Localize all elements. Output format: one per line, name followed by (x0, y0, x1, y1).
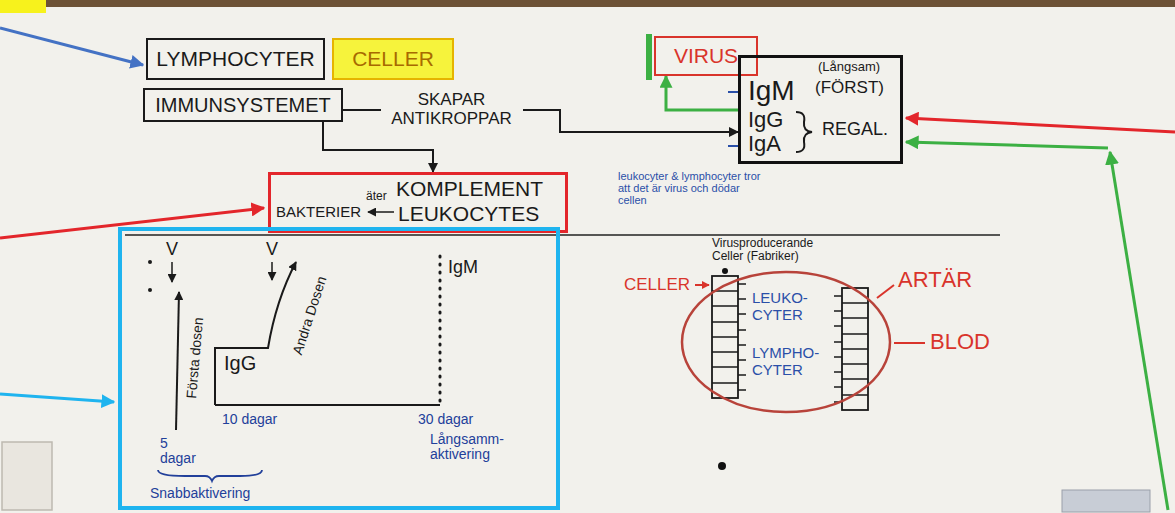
box-label: LEUKOCYTES (398, 202, 539, 225)
receptor-tick (738, 284, 746, 390)
cell-label: LEUKO- CYTER (752, 290, 808, 323)
axis-label: 5 dagar (160, 436, 196, 467)
callout-arrow (0, 394, 114, 402)
part-label: CELLER (624, 276, 690, 295)
cell-column (842, 288, 868, 410)
antibody-name: IgG (748, 108, 783, 132)
cell-label: LYMPHO- CYTER (752, 345, 819, 378)
cell-column (712, 276, 738, 398)
axis-label: Snabbaktivering (150, 486, 250, 501)
part-label: ARTÄR (898, 268, 972, 292)
antibody-box: IgM (Långsam) (FÖRST) IgGIgA REGAL. (738, 55, 903, 164)
note-text: (FÖRST) (815, 79, 884, 98)
green-bar (646, 34, 652, 80)
box-label: BAKTERIER (276, 204, 361, 221)
cell-type-box: LYMPHOCYTER (146, 38, 325, 80)
antibody-name: IgM (748, 76, 795, 107)
graph-frame: V V Första dosen IgG Andra Dosen IgM 10 dagar 3… (118, 227, 560, 510)
blood-vessel-ellipse: LEUKO- CYTER LYMPHO- CYTER (680, 270, 892, 414)
antibody-name: IgA (748, 132, 781, 156)
dotted-line (439, 256, 442, 405)
dose-mark: V (266, 240, 278, 260)
dose-arrow (271, 262, 273, 280)
response-curve (176, 292, 179, 430)
receptor-tick (834, 296, 842, 402)
box-label: KOMPLEMENT (396, 177, 543, 200)
leader-arrow (695, 284, 709, 286)
board-frame (0, 0, 1175, 7)
dose-mark: V (166, 240, 178, 260)
box-label: VIRUS (674, 44, 738, 67)
leader-line (877, 285, 894, 298)
box-label: IMMUNSYSTEMET (155, 94, 331, 116)
cell-divider (842, 303, 868, 395)
leader-line (894, 342, 925, 344)
callout-arrow (1110, 152, 1168, 510)
note-text: leukocyter & lymphocyter tror att det är… (618, 170, 770, 206)
callout-arrow (906, 118, 1175, 132)
connector-arrow (666, 76, 738, 110)
axis-label: Långsamm- aktivering (430, 432, 504, 463)
note-text: Virusproducerande Celler (Fabriker) (712, 237, 837, 263)
marker-dot (718, 462, 726, 470)
box-label: LYMPHOCYTER (156, 47, 314, 70)
brace (796, 112, 812, 152)
divider-line (125, 234, 1000, 236)
note-text: (Långsam) (818, 60, 880, 74)
cell-divider (712, 291, 738, 383)
axis-label: 30 dagar (418, 412, 473, 427)
callout-arrow (906, 142, 1108, 148)
vessel-ellipse (682, 272, 890, 412)
system-box: IMMUNSYSTEMET (143, 88, 343, 122)
marker-dot (722, 268, 728, 274)
eraser (1062, 490, 1150, 512)
edge-label: SKAPAR ANTIKROPPAR (381, 90, 523, 129)
part-label: BLOD (930, 330, 990, 354)
curve-label: IgM (448, 258, 478, 278)
time-axis (215, 404, 440, 406)
brace (158, 470, 262, 481)
arrow-label: äter (366, 190, 387, 203)
curve-label: Andra Dosen (290, 274, 330, 356)
marker-dot (148, 288, 152, 292)
curve-label: Första dosen (184, 317, 206, 400)
eats-arrow (368, 211, 394, 213)
box-label: CELLER (352, 47, 434, 70)
complement-box: KOMPLEMENT BAKTERIER äterLEUKOCYTES (268, 172, 568, 233)
highlighted-box: CELLER (332, 38, 454, 80)
callout-arrow (0, 208, 264, 238)
axis-label: 10 dagar (222, 412, 277, 427)
dose-arrow (171, 262, 173, 282)
curve-label: IgG (224, 352, 256, 374)
response-graph (148, 256, 440, 481)
wall-outlet (2, 442, 52, 510)
marker-dot (148, 260, 152, 264)
note-text: REGAL. (822, 120, 888, 140)
response-curve (215, 262, 296, 405)
callout-arrow (0, 28, 143, 65)
highlight-patch (0, 0, 46, 13)
